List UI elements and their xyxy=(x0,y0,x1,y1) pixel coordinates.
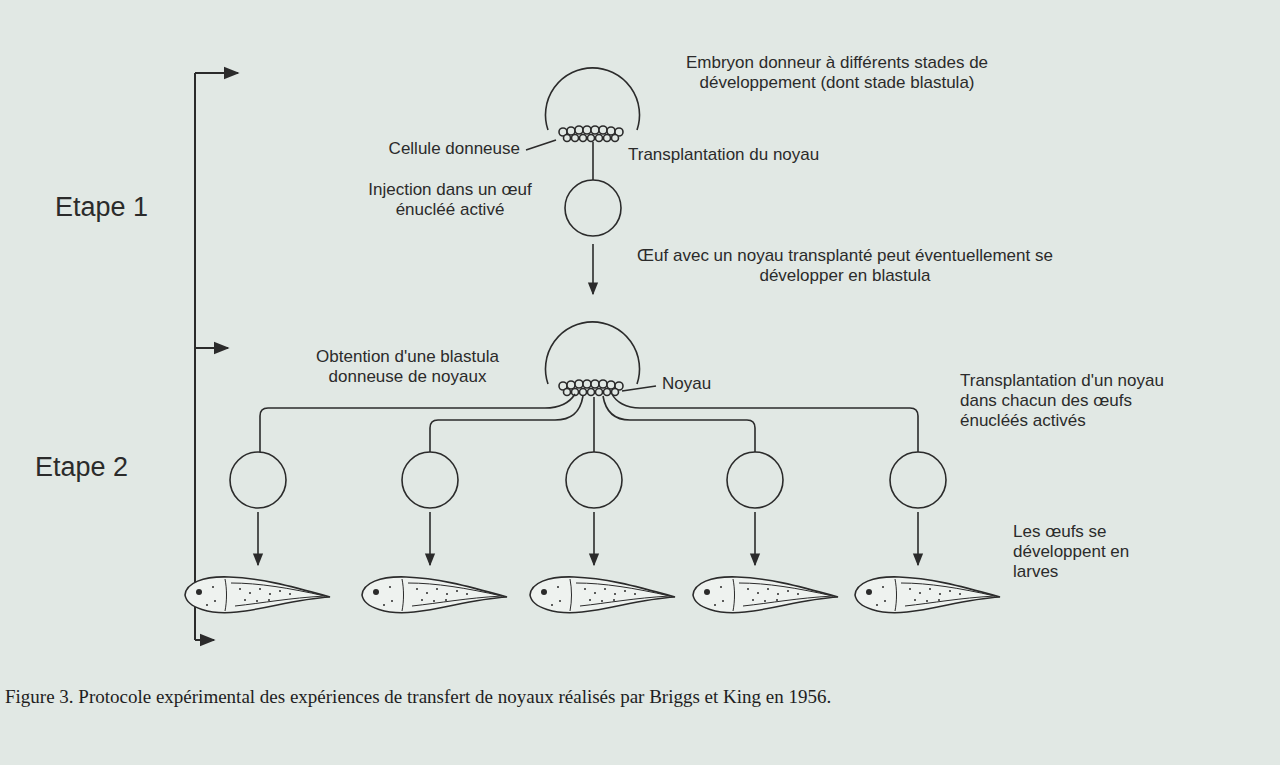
nucleus-label: Noyau xyxy=(662,374,762,394)
injection-label: Injection dans un œuf énucléé activé xyxy=(340,180,560,220)
egg-label: Œuf avec un noyau transplanté peut évent… xyxy=(615,246,1075,286)
step-label: Etape 1 xyxy=(55,192,148,222)
figure-caption: Figure 3. Protocole expérimental des exp… xyxy=(5,686,831,708)
cell-label: Cellule donneuse xyxy=(330,139,520,159)
step-label: Etape 2 xyxy=(35,452,128,482)
transplant-label: Transplantation d'un noyau dans chacun d… xyxy=(960,371,1165,431)
embryo-label: Embryon donneur à différents stades de d… xyxy=(652,53,1022,93)
larvae-label: Les œufs se développent en larves xyxy=(1013,522,1173,582)
transplant-label: Transplantation du noyau xyxy=(628,145,888,165)
blastula-label: Obtention d'une blastula donneuse de noy… xyxy=(280,347,535,387)
